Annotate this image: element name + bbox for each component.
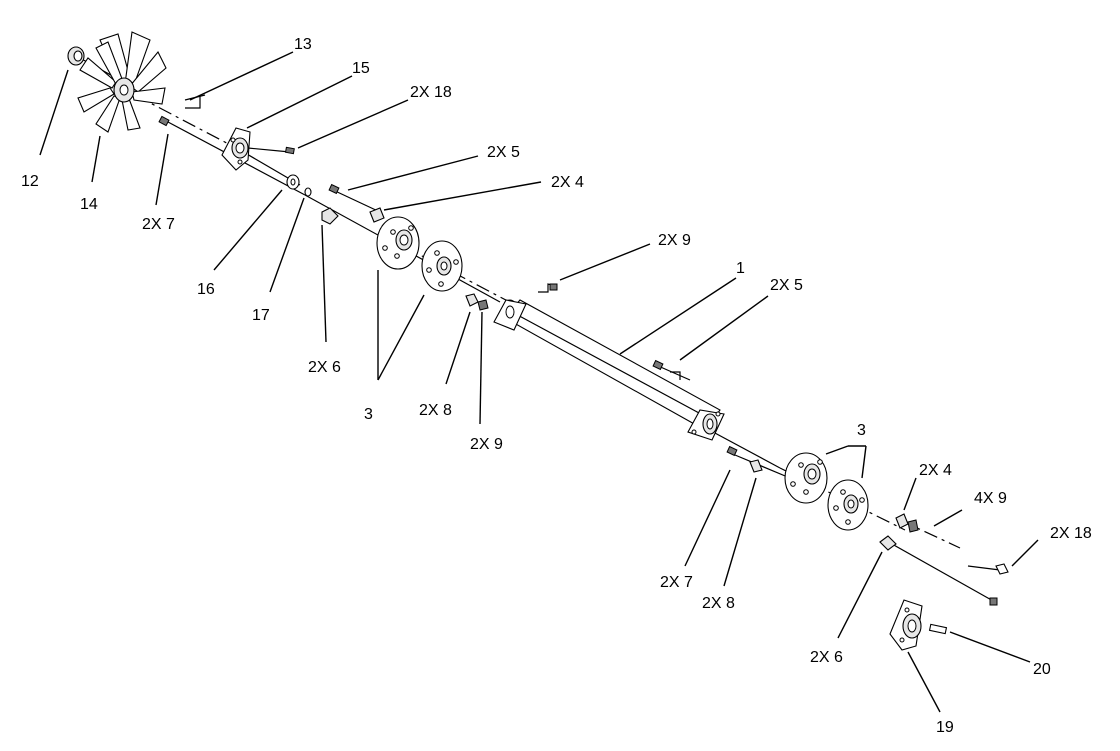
callout-2x18-upper: 2X 18 (410, 84, 452, 101)
callout-17: 17 (252, 307, 270, 324)
axis-18a (247, 147, 291, 153)
bolt-7-head-right (726, 445, 738, 457)
callout-2x9-upper: 2X 9 (658, 232, 691, 249)
bolt-5-head-left (328, 183, 340, 195)
screw-18-head (284, 146, 295, 155)
callout-2x7-right: 2X 7 (660, 574, 693, 591)
callout-2x18-right: 2X 18 (1050, 525, 1092, 542)
bolt-end-right (989, 597, 998, 606)
screw-18-right (995, 563, 1009, 575)
callout-12: 12 (21, 173, 39, 190)
axis-bolt7b (734, 454, 791, 479)
callout-2x6-right: 2X 6 (810, 649, 843, 666)
callout-13: 13 (294, 36, 312, 53)
callout-19: 19 (936, 719, 954, 736)
callout-3-right: 3 (857, 422, 866, 439)
callout-labels: 13 15 2X 18 12 14 2X 7 2X 5 2X 4 16 17 2… (21, 36, 1092, 736)
bolt-7-head (158, 115, 170, 127)
axis-5b-bracket (670, 371, 681, 380)
callout-2x7-left: 2X 7 (142, 216, 175, 233)
axis-13-bracket (185, 96, 201, 109)
left-flange-1 (376, 216, 420, 270)
nut-9-right (907, 519, 919, 533)
callout-14: 14 (80, 196, 98, 213)
callout-3-left: 3 (364, 406, 373, 423)
callout-4x9: 4X 9 (974, 490, 1007, 507)
right-flange-2 (827, 479, 869, 531)
main-tube (493, 299, 725, 441)
callout-15: 15 (352, 60, 370, 77)
callout-2x5-right: 2X 5 (770, 277, 803, 294)
upper-flange (221, 127, 251, 171)
bolt-5-head-right (652, 359, 664, 371)
axis-18b (967, 565, 1001, 571)
pin-20 (928, 623, 948, 635)
callout-1: 1 (736, 260, 745, 277)
bearing-19 (889, 599, 923, 651)
nut-8-left (465, 293, 479, 307)
axis-fan-dash (134, 94, 241, 151)
callout-2x4-right: 2X 4 (919, 462, 952, 479)
axis-right-2 (884, 539, 996, 603)
callout-2x8-right: 2X 8 (702, 595, 735, 612)
callout-2x5-left: 2X 5 (487, 144, 520, 161)
nut-9-left (477, 299, 489, 311)
hub-cap (67, 46, 85, 66)
nut-4-right (895, 513, 909, 529)
callout-2x4-left: 2X 4 (551, 174, 584, 191)
leader-lines (39, 51, 1039, 713)
axis-bolt5a (332, 189, 381, 213)
right-flange-1 (784, 452, 828, 504)
callout-2x8-left: 2X 8 (419, 402, 452, 419)
callout-2x9-lower: 2X 9 (470, 436, 503, 453)
nut-6-left (321, 207, 339, 225)
callout-20: 20 (1033, 661, 1051, 678)
nut-9-top (549, 283, 558, 291)
callout-16: 16 (197, 281, 215, 298)
nut-6-right (879, 535, 897, 551)
axis-right-dash (779, 467, 906, 531)
left-flange-2 (421, 240, 463, 292)
nut-4-left (369, 207, 385, 223)
callout-2x6-left: 2X 6 (308, 359, 341, 376)
fan-blade-assembly (77, 31, 167, 133)
pin-17 (304, 187, 312, 197)
nut-8-right (749, 459, 763, 473)
